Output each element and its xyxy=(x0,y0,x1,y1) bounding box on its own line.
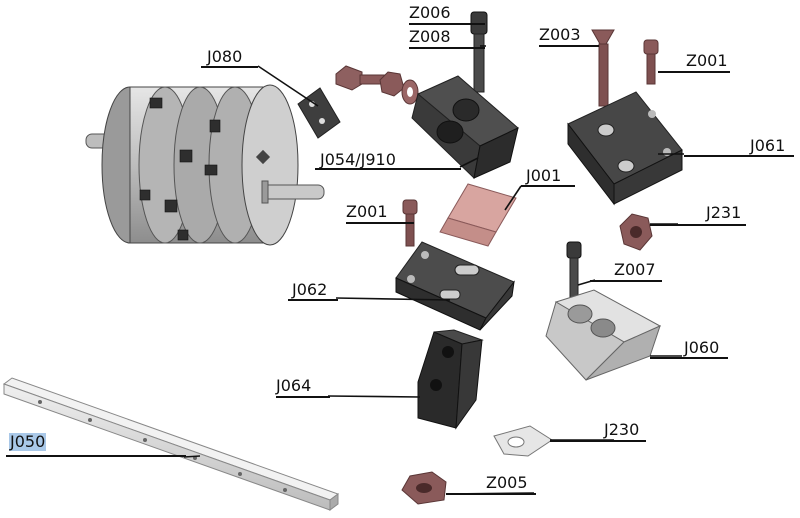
label-z008: Z008 xyxy=(409,27,451,46)
part-j061-plate xyxy=(567,91,683,206)
part-j001-copper-pad xyxy=(439,183,517,247)
leader-j061 xyxy=(684,155,794,157)
part-j054-block xyxy=(411,75,519,180)
label-j231: J231 xyxy=(706,203,742,222)
label-z001-mid: Z001 xyxy=(346,202,388,221)
leader-z001-mid xyxy=(346,222,414,224)
part-z003-screw xyxy=(591,29,615,107)
leader-j231 xyxy=(650,224,746,226)
leader-z003 xyxy=(539,45,599,47)
leader-j230 xyxy=(550,440,646,442)
label-z006: Z006 xyxy=(409,3,451,22)
part-j050-rail xyxy=(2,377,340,511)
leader-j080 xyxy=(201,66,258,68)
label-j061: J061 xyxy=(750,136,786,155)
part-z001-top-screw xyxy=(643,39,659,85)
label-j050[interactable]: J050 xyxy=(9,432,47,451)
label-j060: J060 xyxy=(684,338,720,357)
part-j231-nut xyxy=(619,213,653,251)
label-j062: J062 xyxy=(292,280,328,299)
part-j080-plate xyxy=(297,87,341,139)
leader-z005 xyxy=(446,493,536,495)
leader-j054 xyxy=(315,168,461,170)
label-j064: J064 xyxy=(276,376,312,395)
part-z001-mid-screw xyxy=(402,199,418,247)
leader-j064 xyxy=(276,396,330,398)
label-z003: Z003 xyxy=(539,25,581,44)
label-j054: J054/J910 xyxy=(320,150,396,169)
label-z005: Z005 xyxy=(486,473,528,492)
part-z005-nut xyxy=(401,471,447,505)
leader-j060 xyxy=(650,357,728,359)
part-j230-washer xyxy=(493,425,553,457)
part-j062-plate xyxy=(395,241,515,331)
part-j060-block xyxy=(545,289,662,381)
leader-j050 xyxy=(6,455,186,457)
leader-z007 xyxy=(590,280,662,282)
leader-z008 xyxy=(409,47,485,49)
switch-drum-assembly xyxy=(85,84,325,246)
label-j001: J001 xyxy=(526,166,562,185)
leader-j001 xyxy=(521,185,575,187)
leader-z006 xyxy=(409,23,485,25)
part-j064-block xyxy=(417,329,484,430)
label-z007: Z007 xyxy=(614,260,656,279)
leader-z001-top xyxy=(658,71,730,73)
label-j080: J080 xyxy=(207,47,243,66)
part-hex-bolt-nut-washer xyxy=(335,65,419,105)
label-j230: J230 xyxy=(604,420,640,439)
leader-j062 xyxy=(288,299,338,301)
label-z001-top: Z001 xyxy=(686,51,728,70)
